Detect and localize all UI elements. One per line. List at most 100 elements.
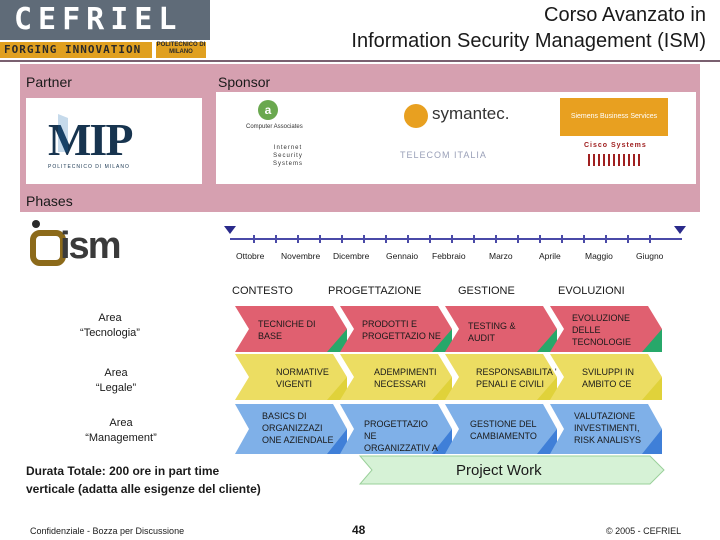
timeline-tick bbox=[583, 235, 585, 243]
chevron-accent-r0-c1 bbox=[432, 329, 452, 352]
month-giugno: Giugno bbox=[636, 251, 664, 261]
cell-sviluppi-ce: SVILUPPI IN AMBITO CE bbox=[582, 367, 635, 389]
timeline-tick bbox=[451, 235, 453, 243]
chevron-r0-c2 bbox=[445, 306, 557, 352]
timeline-end-marker-icon bbox=[674, 226, 686, 234]
chevron-r2-c0 bbox=[235, 404, 347, 454]
chevron-r1-c3 bbox=[550, 354, 662, 400]
cell-normative-vigenti: NORMATIVE VIGENTI bbox=[276, 367, 329, 389]
chevron-accent-r2-c0 bbox=[327, 429, 347, 454]
timeline-tick bbox=[341, 235, 343, 243]
timeline-tick bbox=[275, 235, 277, 243]
month-maggio: Maggio bbox=[585, 251, 613, 261]
cell-tecniche-di-base: TECNICHE DI BASE bbox=[258, 319, 316, 341]
mip-swoosh bbox=[58, 114, 128, 152]
symantec-icon bbox=[404, 104, 428, 128]
cell-prodotti-progettazione: PRODOTTI E PROGETTAZIO NE bbox=[362, 319, 441, 341]
month-marzo: Marzo bbox=[489, 251, 513, 261]
timeline-tick bbox=[407, 235, 409, 243]
partner-logos: MIP POLITECNICO DI MILANO bbox=[26, 98, 202, 184]
timeline-tick bbox=[253, 235, 255, 243]
chevron-r0-c0 bbox=[235, 306, 347, 352]
cell-evoluzione-tecnologie: EVOLUZIONE DELLE TECNOLOGIE bbox=[572, 313, 632, 347]
project-work-arrow bbox=[358, 455, 665, 485]
area-legale: Area“Legale” bbox=[95, 367, 137, 394]
cell-responsabilita-penali: RESPONSABILITA ' PENALI E CIVILI bbox=[476, 367, 557, 389]
header-divider bbox=[0, 60, 720, 62]
timeline-tick bbox=[649, 235, 651, 243]
timeline-tick bbox=[473, 235, 475, 243]
cefriel-logo: CEFRIEL FORGING INNOVATION POLITECNICO D… bbox=[0, 0, 210, 60]
partner-heading: Partner bbox=[26, 74, 72, 90]
chevron-r2-c2 bbox=[445, 404, 557, 454]
cell-testing-audit: TESTING & AUDIT bbox=[468, 321, 516, 343]
column-gestione: GESTIONE bbox=[458, 285, 515, 297]
month-dicembre: Dicembre bbox=[333, 251, 370, 261]
slide-title-line2: Information Security Management (ISM) bbox=[351, 30, 706, 52]
timeline-tick bbox=[429, 235, 431, 243]
chevron-r0-c1 bbox=[340, 306, 452, 352]
month-febbraio: Febbraio bbox=[432, 251, 466, 261]
timeline-tick bbox=[561, 235, 563, 243]
timeline-tick bbox=[517, 235, 519, 243]
ism-logo: ism bbox=[30, 220, 150, 270]
month-ottobre: Ottobre bbox=[236, 251, 265, 261]
column-progettazione: PROGETTAZIONE bbox=[328, 285, 422, 297]
cell-gestione-cambiamento: GESTIONE DEL CAMBIAMENTO bbox=[470, 419, 537, 441]
sponsor-logos: a Computer Associates Internet Security … bbox=[216, 92, 696, 184]
chevron-r1-c2 bbox=[445, 354, 557, 400]
chevron-accent-r0-c2 bbox=[537, 329, 557, 352]
timeline-start-marker-icon bbox=[224, 226, 236, 234]
tagline: FORGING INNOVATION bbox=[0, 42, 152, 58]
chevron-accent-r2-c2 bbox=[537, 429, 557, 454]
iss-logo: Internet Security Systems bbox=[272, 145, 303, 167]
chevron-r1-c0 bbox=[235, 354, 347, 400]
ca-logo: Computer Associates bbox=[246, 124, 303, 130]
month-novembre: Novembre bbox=[281, 251, 321, 261]
ca-icon: a bbox=[258, 100, 278, 120]
cell-basics-organizzazione: BASICS DI ORGANIZZAZI ONE AZIENDALE bbox=[262, 411, 334, 445]
chevron-accent-r2-c1 bbox=[432, 429, 452, 454]
chevron-r2-c3 bbox=[550, 404, 662, 454]
area-management: Area“Management” bbox=[85, 417, 157, 444]
month-gennaio: Gennaio bbox=[386, 251, 419, 261]
slide-title-line1: Corso Avanzato in bbox=[544, 4, 706, 26]
cisco-bars-icon bbox=[588, 154, 642, 166]
chevron-accent-r1-c1 bbox=[432, 377, 452, 400]
footer-confidential: Confidenziale - Bozza per Discussione bbox=[30, 526, 185, 536]
project-work-label: Project Work bbox=[456, 462, 542, 479]
timeline-tick bbox=[539, 235, 541, 243]
timeline-tick bbox=[297, 235, 299, 243]
chevron-accent-r1-c3 bbox=[642, 377, 662, 400]
cell-progettazione-organizzativa: PROGETTAZIO NE ORGANIZZATIV A bbox=[364, 419, 438, 453]
timeline-tick bbox=[605, 235, 607, 243]
chevron-r1-c1 bbox=[340, 354, 452, 400]
symantec-logo: symantec. bbox=[432, 104, 510, 123]
cell-adempimenti-necessari: ADEMPIMENTI NECESSARI bbox=[374, 367, 437, 389]
ism-frame-icon bbox=[30, 230, 66, 266]
chevron-r0-c3 bbox=[550, 306, 662, 352]
timeline-axis bbox=[230, 238, 682, 240]
ism-dot-icon bbox=[32, 220, 40, 228]
timeline-tick bbox=[627, 235, 629, 243]
chevron-accent-r0-c0 bbox=[327, 329, 347, 352]
page-number: 48 bbox=[352, 523, 366, 537]
mip-logo: MIP POLITECNICO DI MILANO bbox=[48, 114, 133, 171]
timeline-tick bbox=[319, 235, 321, 243]
chevron-accent-r2-c3 bbox=[642, 429, 662, 454]
phases-heading: Phases bbox=[26, 193, 73, 209]
chevron-accent-r0-c3 bbox=[642, 329, 662, 352]
durata-text: Durata Totale: 200 ore in part time vert… bbox=[26, 464, 261, 496]
polimi-badge: POLITECNICO DI MILANO bbox=[156, 42, 206, 58]
siemens-logo: Siemens Business Services bbox=[560, 98, 668, 136]
telecom-logo: TELECOM ITALIA bbox=[400, 150, 487, 160]
column-evoluzioni: EVOLUZIONI bbox=[558, 285, 625, 297]
cisco-logo: Cisco Systems bbox=[584, 142, 647, 149]
column-contesto: CONTESTO bbox=[232, 285, 293, 297]
month-aprile: Aprile bbox=[539, 251, 561, 261]
cell-valutazione-investimenti: VALUTAZIONE INVESTIMENTI, RISK ANALISYS bbox=[574, 411, 642, 445]
timeline-tick bbox=[495, 235, 497, 243]
chevron-r2-c1 bbox=[340, 404, 452, 454]
chevron-accent-r1-c2 bbox=[537, 377, 557, 400]
